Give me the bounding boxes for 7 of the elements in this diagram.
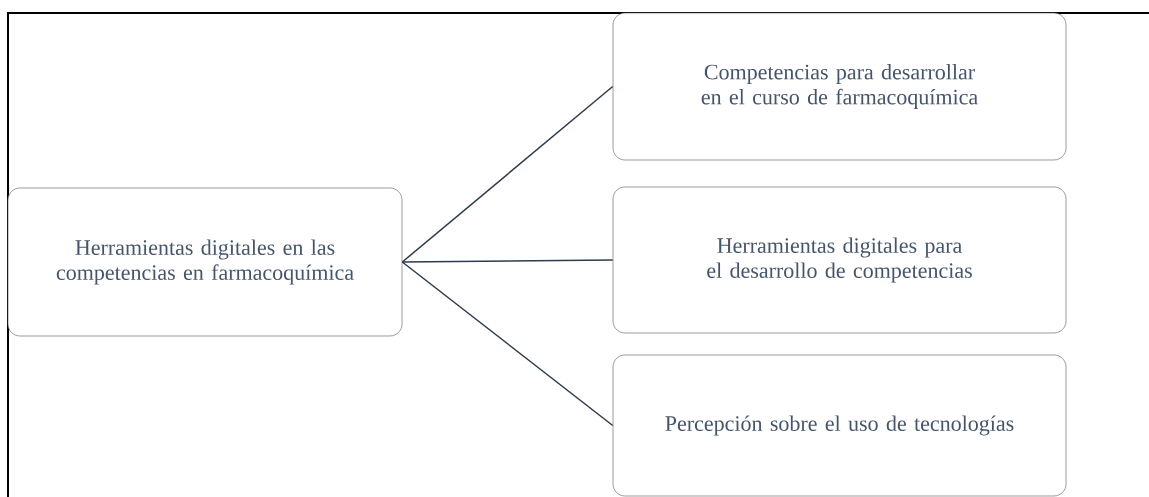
text-box: Herramientas digitales en las competencias en farmacoquímica — [7, 187, 403, 337]
connector-line — [401, 261, 614, 427]
connector-line — [401, 85, 614, 263]
text-box: Competencias para desarrollar en el curso de farmacoquímica — [612, 12, 1067, 161]
text-box: Herramientas digitales para el desarrollo de competencias — [612, 186, 1067, 334]
text-box: Percepción sobre el uso de tecnologías — [612, 354, 1067, 497]
connector-line — [401, 259, 614, 263]
